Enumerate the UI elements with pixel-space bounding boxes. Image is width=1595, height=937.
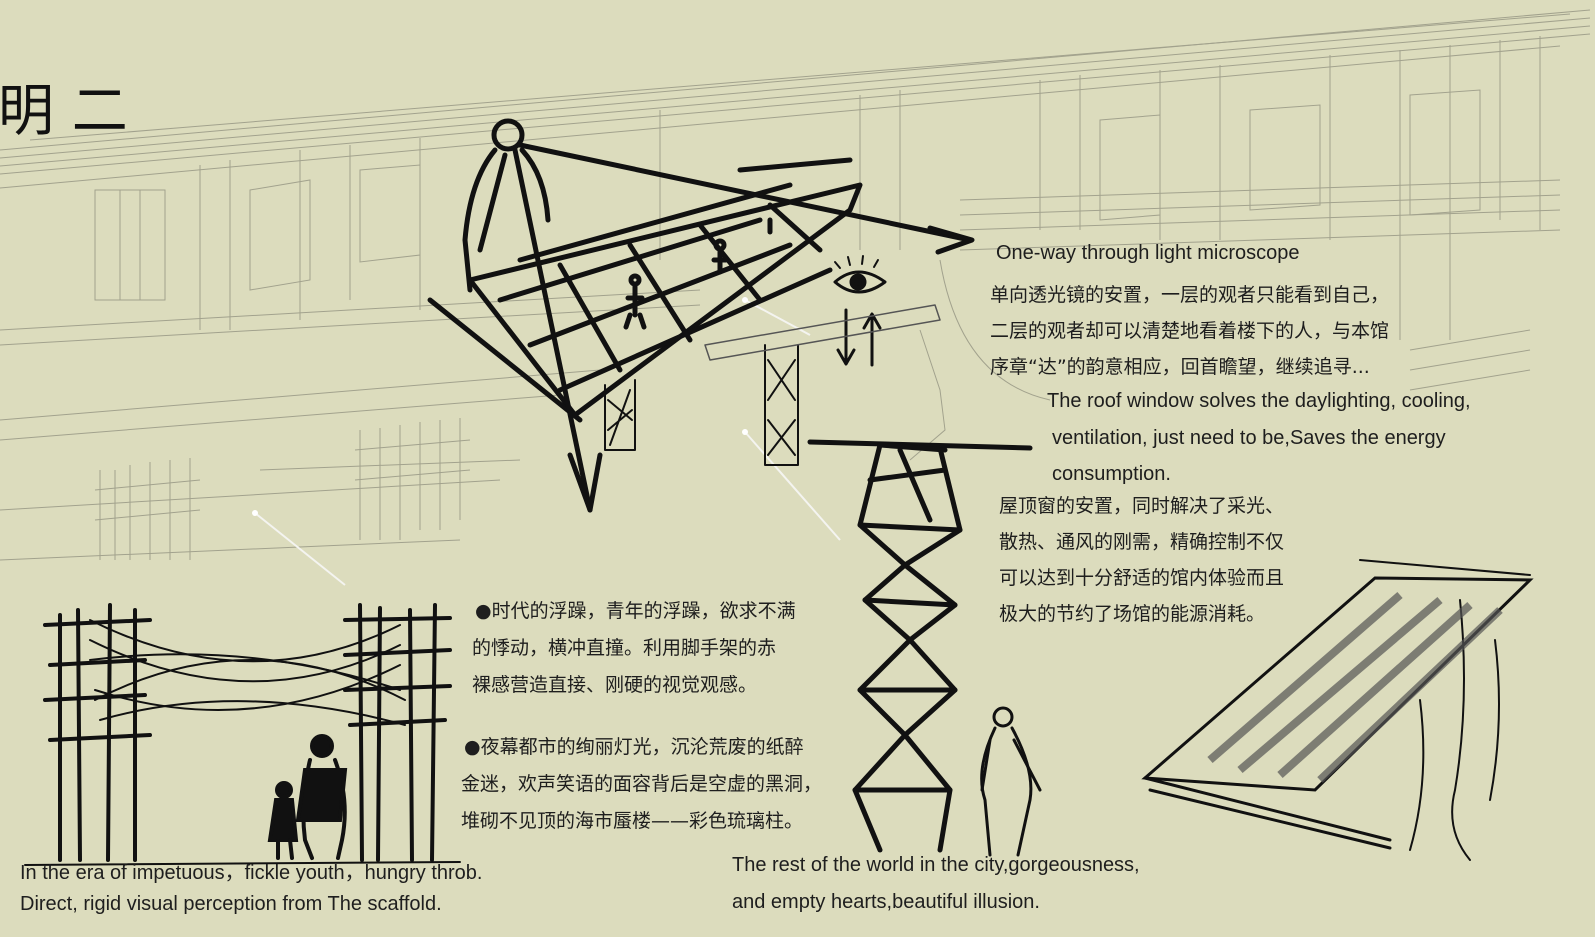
roof-desc-en-2: ventilation, just need to be,Saves the e…: [1052, 427, 1446, 449]
roof-desc-zh-3: 可以达到十分舒适的馆内体验而且: [999, 567, 1285, 589]
roof-desc-zh-2: 散热、通风的刚需，精确控制不仅: [999, 531, 1285, 553]
roof-window-shading: [1207, 591, 1503, 783]
city-desc-en-2: and empty hearts,beautiful illusion.: [732, 891, 1040, 913]
microscope-sketch: [427, 118, 975, 513]
microscope-desc-zh-2: 二层的观者却可以清楚地看着楼下的人，与本馆: [990, 320, 1390, 342]
roof-desc-en-3: consumption.: [1052, 463, 1171, 485]
era-desc-en-1: In the era of impetuous，fickle youth，hun…: [20, 862, 483, 884]
roof-window-sketch: [1141, 559, 1534, 861]
microscope-desc-zh-1: 单向透光镜的安置，一层的观者只能看到自己，: [990, 284, 1390, 306]
night-desc-zh-1: ●夜幕都市的绚丽灯光，沉沦荒废的纸醉: [464, 736, 804, 758]
roof-desc-zh-4: 极大的节约了场馆的能源消耗。: [999, 603, 1266, 625]
background-building-sketch: [0, 9, 1591, 561]
lattice-tower-sketch: [807, 439, 1033, 853]
microscope-desc-zh-3: 序章“达”的韵意相应，回首瞻望，继续追寻...: [990, 356, 1370, 378]
city-desc-en-1: The rest of the world in the city,gorgeo…: [732, 854, 1140, 876]
microscope-title-en: One-way through light microscope: [996, 242, 1300, 264]
page-title: 说明 二: [0, 79, 128, 144]
leader-lines: [254, 299, 841, 586]
roof-desc-en-1: The roof window solves the daylighting, …: [1047, 390, 1471, 412]
era-desc-zh-1: ●时代的浮躁，青年的浮躁，欲求不满: [475, 600, 796, 622]
leader-dots: [252, 297, 748, 516]
scaffold-sketch: [24, 603, 461, 866]
era-desc-en-2: Direct, rigid visual perception from The…: [20, 893, 442, 915]
era-desc-zh-3: 裸感营造直接、刚硬的视觉观感。: [472, 674, 758, 696]
era-desc-zh-2: 的悸动，横冲直撞。利用脚手架的赤: [472, 637, 777, 659]
night-desc-zh-3: 堆砌不见顶的海市蜃楼——彩色琉璃柱。: [461, 810, 804, 832]
standing-figure-sketch: [980, 706, 1042, 857]
night-desc-zh-2: 金迷，欢声笑语的面容背后是空虚的黑洞，: [461, 773, 823, 795]
roof-desc-zh-1: 屋顶窗的安置，同时解决了采光、: [999, 495, 1285, 517]
